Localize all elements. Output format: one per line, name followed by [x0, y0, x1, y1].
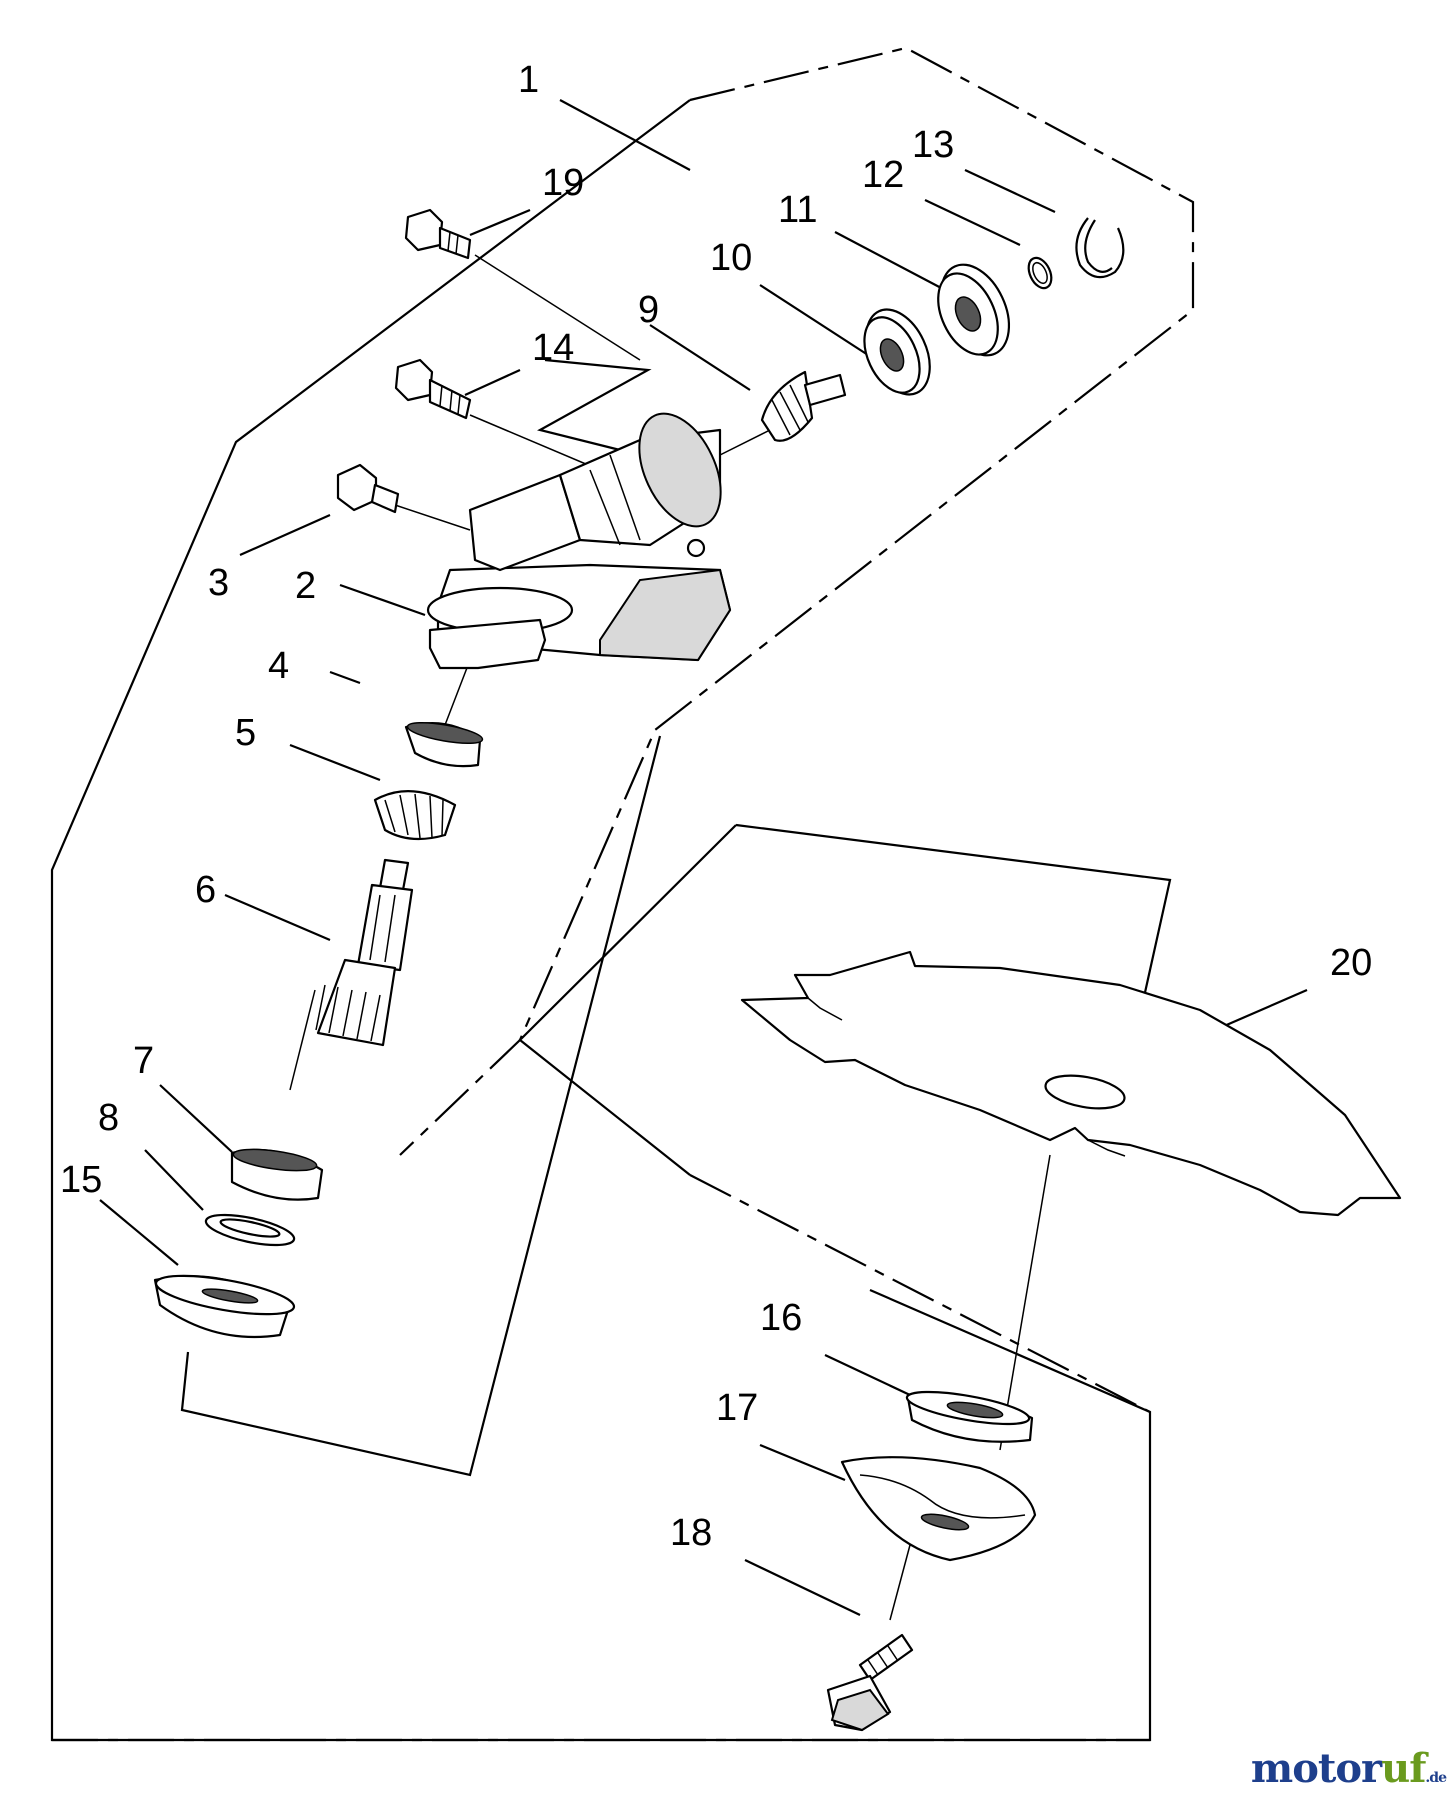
callout-8: 8: [98, 1097, 119, 1139]
blade-20: [740, 950, 1402, 1217]
callout-19: 19: [542, 162, 584, 204]
washer-16: [905, 1390, 1034, 1443]
watermark-part1: motor: [1250, 1745, 1382, 1792]
bearing-11: [937, 263, 1011, 357]
callout-16: 16: [760, 1297, 802, 1339]
bolt-3: [336, 463, 400, 514]
callout-18: 18: [670, 1512, 712, 1554]
callout-3: 3: [208, 562, 229, 604]
washer-8: [204, 1213, 296, 1247]
bolt-19: [404, 208, 472, 260]
cup-17: [840, 1456, 1037, 1562]
callout-6: 6: [195, 869, 216, 911]
assembly-axis-lines: [289, 254, 1051, 1621]
callout-15: 15: [60, 1159, 102, 1201]
bearing-10: [863, 308, 931, 396]
bolt-18: [826, 1633, 914, 1732]
assembly-boundary-group-1: [50, 46, 1195, 1742]
leader-lines: [99, 99, 1308, 1616]
callout-labels: 1 2 3 4 5 6 7 8 9 10 11 12 13 14 15 16 1…: [60, 59, 1372, 1554]
callout-10: 10: [710, 237, 752, 279]
callout-13: 13: [912, 124, 954, 166]
callout-14: 14: [532, 327, 574, 369]
spline-shaft-6: [315, 858, 414, 1047]
callout-2: 2: [295, 565, 316, 607]
washer-12: [1027, 256, 1053, 290]
circlip-13: [1075, 217, 1125, 279]
gear-housing-2: [426, 412, 732, 670]
callout-4: 4: [268, 645, 289, 687]
holder-15: [153, 1274, 296, 1339]
watermark-logo: motoruf.de: [1250, 1745, 1447, 1792]
callout-11: 11: [778, 189, 817, 231]
watermark-part2: uf: [1381, 1745, 1426, 1792]
bearing-7: [230, 1148, 324, 1201]
callout-7: 7: [133, 1040, 154, 1082]
bolt-14: [394, 358, 472, 420]
callout-17: 17: [716, 1387, 758, 1429]
watermark-suffix: .de: [1425, 1770, 1447, 1786]
callout-1: 1: [518, 59, 539, 101]
callout-5: 5: [235, 712, 256, 754]
callout-20: 20: [1330, 942, 1372, 984]
bevel-pinion-9: [760, 370, 847, 442]
blade-boundary-group: [518, 823, 1172, 1413]
callout-12: 12: [862, 154, 904, 196]
callout-9: 9: [638, 289, 659, 331]
bearing-4: [404, 721, 484, 768]
bevel-gear-5: [373, 790, 457, 841]
